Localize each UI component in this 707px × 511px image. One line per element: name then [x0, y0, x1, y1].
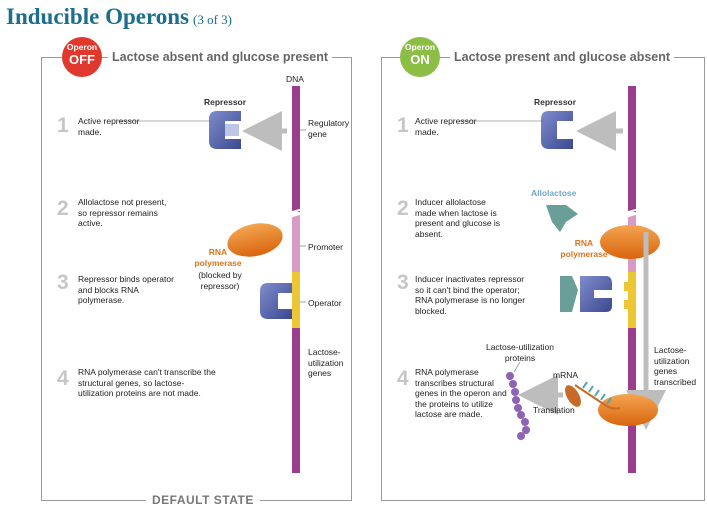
left-dna-strand	[288, 86, 304, 473]
on-badge-top: Operon	[404, 42, 436, 52]
left-repressor-label: Repressor	[204, 97, 247, 107]
allolactose-shape	[546, 205, 578, 232]
mrna-label: mRNA	[553, 370, 579, 380]
right-step-4-number: 4	[397, 367, 409, 390]
blocked-by-repressor-label: (blocked by repressor)	[198, 270, 242, 291]
left-step-2-text: Allolactose not present, so repressor re…	[78, 197, 167, 228]
left-rna-polymerase-label: RNA polymerase	[194, 247, 242, 268]
left-step-2-number: 2	[57, 197, 69, 220]
on-badge-main: ON	[410, 52, 430, 67]
operon-off-badge: Operon OFF	[62, 37, 102, 77]
right-step-1-text: Active repressor made.	[415, 116, 477, 137]
left-repressor-shape	[209, 111, 241, 149]
right-step-4-text: RNA polymerase transcribes structural ge…	[415, 367, 507, 419]
right-step-1-number: 1	[397, 114, 409, 137]
right-panel-heading: Lactose present and glucose absent	[450, 50, 675, 64]
right-repressor-label: Repressor	[534, 97, 577, 107]
protein-beads	[506, 372, 530, 440]
translation-label: Translation	[533, 405, 575, 415]
off-badge-main: OFF	[69, 52, 95, 67]
right-repressor-shape	[541, 111, 573, 149]
left-step-1-text: Active repressor made.	[78, 116, 140, 137]
right-step-2-text: Inducer allolactose made when lactose is…	[415, 197, 501, 239]
allolactose-label: Allolactose	[531, 188, 577, 198]
ribosome-shape	[565, 385, 581, 407]
promoter-label: Promoter	[308, 242, 343, 252]
left-step-4-text: RNA polymerase can't transcribe the stru…	[78, 367, 216, 398]
right-step-3-number: 3	[397, 271, 409, 294]
regulatory-gene-label: Regulatory gene	[308, 118, 350, 139]
right-rna-polymerase-end-shape	[598, 394, 658, 426]
operator-label: Operator	[308, 298, 342, 308]
off-badge-top: Operon	[66, 42, 98, 52]
dna-label: DNA	[286, 74, 304, 84]
proteins-label: Lactose-utilization proteins	[485, 342, 555, 363]
left-step-4-number: 4	[57, 367, 69, 390]
lactose-genes-label: Lactose-utilization genes	[308, 347, 344, 378]
left-bound-repressor-shape	[260, 283, 292, 319]
title-subtitle: (3 of 3)	[193, 12, 232, 27]
page-title: Inducible Operons (3 of 3)	[6, 4, 232, 30]
proteins-leader	[513, 361, 521, 373]
inactivated-repressor-shape	[560, 276, 612, 312]
right-step-3-text: Inducer inactivates repressor so it can'…	[415, 274, 526, 316]
left-rna-polymerase-shape	[227, 223, 283, 257]
genes-transcribed-label: Lactose-utilization genes transcribed	[654, 345, 697, 387]
title-main: Inducible Operons	[6, 4, 189, 29]
mrna-bases	[582, 381, 612, 405]
left-step-1-number: 1	[57, 114, 69, 137]
default-state-label: DEFAULT STATE	[146, 493, 260, 507]
right-step-2-number: 2	[397, 197, 409, 220]
left-panel-heading: Lactose absent and glucose present	[108, 50, 333, 64]
mrna-strand	[574, 384, 621, 410]
operon-on-badge: Operon ON	[400, 37, 440, 77]
right-rna-polymerase-label: RNA polymerase	[560, 238, 608, 259]
left-step-3-number: 3	[57, 271, 69, 294]
left-step-3-text: Repressor binds operator and blocks RNA …	[78, 274, 174, 305]
